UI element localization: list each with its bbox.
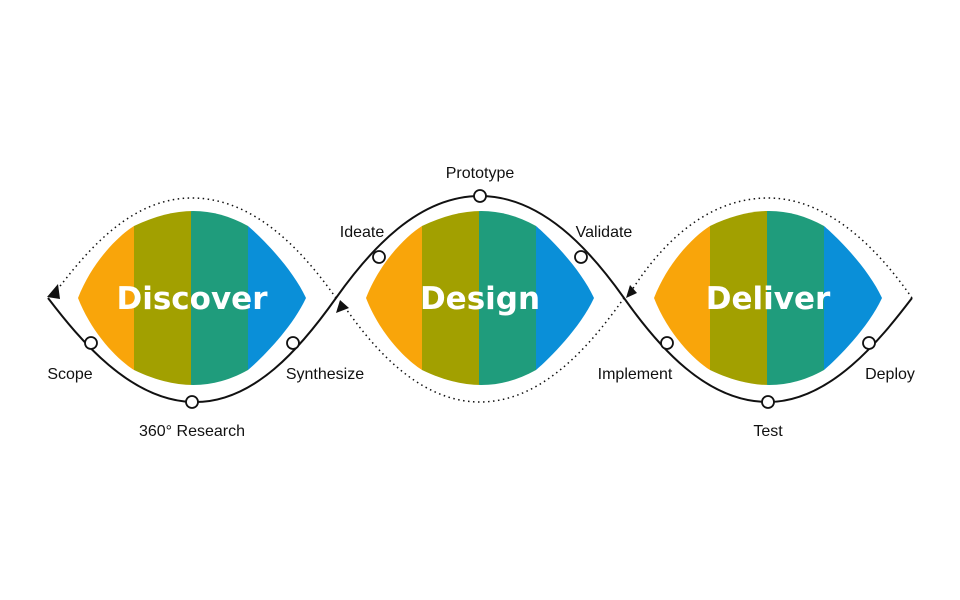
label-synthesize: Synthesize: [286, 366, 364, 383]
label-prototype: Prototype: [446, 165, 515, 182]
label-validate: Validate: [576, 224, 633, 241]
node-test[interactable]: [761, 395, 775, 409]
node-scope[interactable]: [84, 336, 98, 350]
node-research[interactable]: [185, 395, 199, 409]
label-scope: Scope: [47, 366, 92, 383]
label-test: Test: [753, 423, 783, 440]
dotted-loop-deliver: [631, 197, 913, 299]
step-nodes: [84, 189, 876, 409]
node-synthesize[interactable]: [286, 336, 300, 350]
segment-green: [767, 211, 824, 385]
node-prototype[interactable]: [473, 189, 487, 203]
node-implement[interactable]: [660, 336, 674, 350]
label-deploy: Deploy: [865, 366, 915, 383]
node-deploy[interactable]: [862, 336, 876, 350]
node-ideate[interactable]: [372, 250, 386, 264]
phase-title-deliver: Deliver: [706, 281, 831, 317]
label-research: 360° Research: [139, 423, 245, 440]
arrow-left-icon: [47, 284, 60, 299]
node-validate[interactable]: [574, 250, 588, 264]
arrow-down-left-icon: [626, 285, 637, 298]
phase-deliver: [654, 211, 882, 385]
phase-title-design: Design: [420, 281, 540, 317]
segment-olive: [422, 211, 479, 385]
segment-olive: [134, 211, 191, 385]
label-implement: Implement: [598, 366, 673, 383]
segment-green: [479, 211, 536, 385]
segment-olive: [710, 211, 767, 385]
phase-title-discover: Discover: [116, 281, 268, 317]
arrow-down-left-icon: [336, 300, 349, 313]
label-ideate: Ideate: [340, 224, 385, 241]
segment-green: [191, 211, 248, 385]
